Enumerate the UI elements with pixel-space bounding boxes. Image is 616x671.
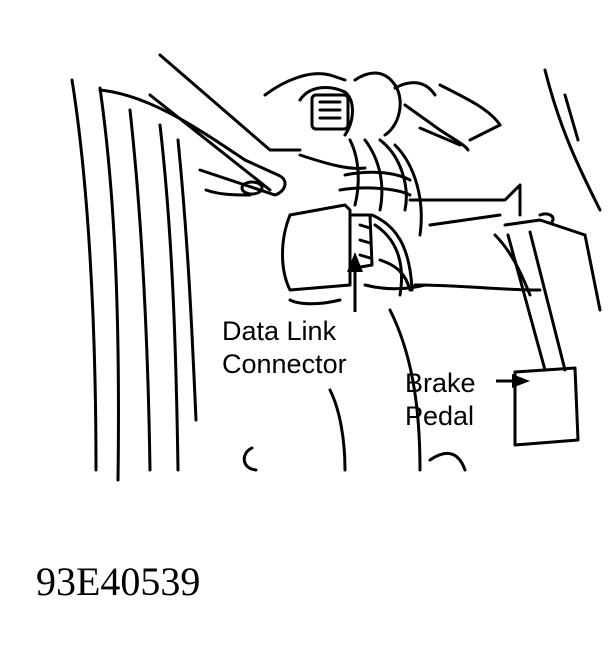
brake-label-line1: Brake — [405, 368, 476, 398]
data-link-pointer-arrow — [347, 252, 363, 312]
lower-panel-lines — [242, 298, 467, 472]
figure-code: 93E40539 — [36, 559, 200, 604]
data-link-connector-body — [281, 203, 427, 297]
pedal-bracket — [408, 183, 602, 312]
dash-bracket — [158, 53, 302, 197]
data-link-label-line1: Data Link — [222, 316, 337, 346]
data-link-label-line2: Connector — [222, 349, 347, 379]
kick-panel-outline — [70, 78, 272, 482]
dash-panel-edge — [438, 68, 602, 212]
wiring-harness — [263, 71, 470, 237]
brake-label-line2: Pedal — [405, 401, 474, 431]
brake-pedal-arm — [506, 230, 567, 372]
brake-pedal-pad — [513, 366, 580, 447]
brake-pedal-pointer-arrow — [496, 374, 530, 388]
